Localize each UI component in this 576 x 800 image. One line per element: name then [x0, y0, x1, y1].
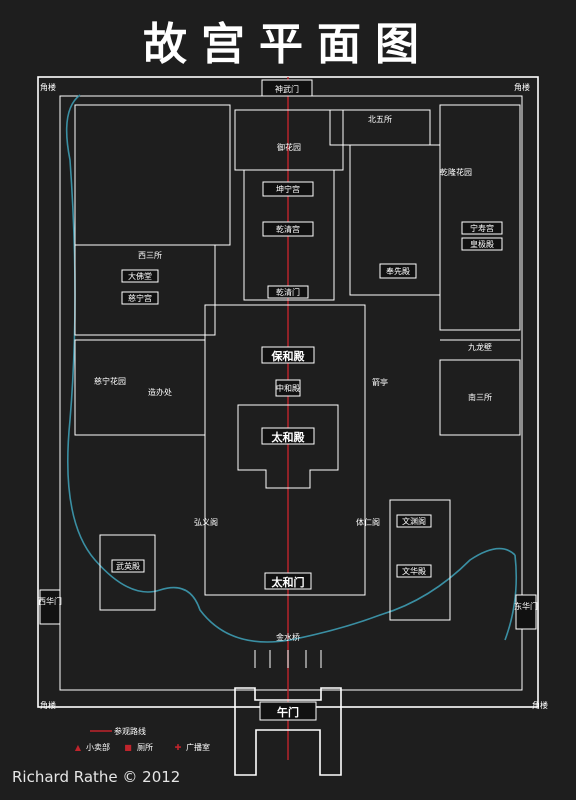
baohe-label: 保和殿	[271, 349, 306, 363]
wuying-label: 武英殿	[116, 561, 140, 571]
wenyuange[interactable]	[396, 514, 432, 528]
baohe-hall[interactable]	[261, 346, 315, 364]
zhonghe-hall[interactable]	[275, 379, 301, 397]
hongzhi-label: 弘义阁	[194, 517, 218, 527]
taihe-label: 太和殿	[271, 430, 306, 444]
qianqing-gate[interactable]	[267, 285, 309, 299]
taihe-gate[interactable]	[264, 572, 312, 590]
outer-court	[204, 304, 366, 596]
qianqing-palace[interactable]	[262, 221, 314, 237]
cining-label: 慈宁宫	[128, 293, 152, 303]
nansansuo-label: 南三所	[468, 392, 492, 402]
xisansuo-label: 西三所	[138, 250, 162, 260]
qianqing-gate-label: 乾清门	[276, 287, 300, 297]
jiaolou-bl-label: 角楼	[40, 700, 56, 710]
jinshui-label: 金水桥	[276, 632, 300, 642]
fengxian-hall[interactable]	[379, 263, 417, 279]
legend-route-label: 参观路线	[114, 726, 146, 736]
donghuamen-label: 东华门	[514, 601, 538, 611]
cining-palace[interactable]	[121, 291, 159, 305]
yuhuayuan-label: 御花园	[277, 142, 301, 152]
shenwu-gate-label: 神武门	[275, 84, 299, 94]
cining-garden-label: 慈宁花园	[94, 376, 126, 386]
wenhua-label: 文华殿	[402, 566, 426, 576]
legend-broadcast-icon: ✚	[175, 743, 182, 752]
wuying-complex	[99, 534, 156, 611]
donghuamen[interactable]	[515, 594, 537, 630]
wumen[interactable]	[259, 701, 317, 721]
legend-shop-label: 小卖部	[86, 742, 110, 752]
jiaolou-tr-label: 角楼	[514, 82, 530, 92]
wenhua-hall[interactable]	[396, 564, 432, 578]
legend-toilet-label: 厕所	[137, 742, 153, 752]
qianlong-garden-label: 乾隆花园	[440, 167, 472, 177]
kunning-palace[interactable]	[262, 181, 314, 197]
xihuamen[interactable]	[39, 589, 61, 625]
cining-area	[74, 244, 216, 336]
tiren-label: 体仁阁	[356, 517, 380, 527]
wenyuange-label: 文渊阁	[402, 516, 426, 526]
qianqing-label: 乾清宫	[276, 224, 300, 234]
wumen-label: 午门	[277, 705, 299, 719]
beiwusuo-label: 北五所	[368, 114, 392, 124]
inner-court	[243, 169, 335, 301]
jianting-label: 箭亭	[372, 377, 388, 387]
fengxian-label: 奉先殿	[386, 266, 410, 276]
east-water	[504, 554, 518, 641]
wuying-hall[interactable]	[111, 559, 145, 573]
legend-shop-icon: ▲	[75, 743, 82, 752]
taihe-gate-label: 太和门	[271, 575, 305, 589]
jiulongbi-label: 九龙壁	[468, 342, 492, 352]
west-six-palaces	[74, 104, 231, 246]
nansansuo-area	[439, 359, 521, 436]
jiaolou-br-label: 角楼	[532, 700, 548, 710]
ningshou-complex	[439, 104, 521, 331]
xihuamen-label: 西华门	[38, 596, 62, 606]
shenwu-gate[interactable]	[261, 79, 313, 97]
zhonghe-label: 中和殿	[276, 383, 300, 393]
map-title: 故宫平面图	[143, 19, 433, 70]
wenhua-complex	[389, 499, 451, 621]
wumen-structure	[234, 687, 342, 776]
cining-garden	[74, 339, 206, 436]
jiaolou-tl-label: 角楼	[40, 82, 56, 92]
taihe-terrace	[237, 404, 339, 489]
ningshou-palace[interactable]	[461, 221, 503, 235]
legend-broadcast-label: 广播室	[186, 742, 210, 752]
zaobanchu-label: 造办处	[148, 387, 172, 397]
photo-credit: Richard Rathe © 2012	[12, 768, 181, 786]
dafo-hall[interactable]	[121, 269, 159, 283]
huangji-label: 皇极殿	[470, 239, 494, 249]
taihe-hall[interactable]	[261, 427, 315, 445]
huangji-hall[interactable]	[461, 237, 503, 251]
dafo-label: 大佛堂	[128, 271, 152, 281]
imperial-garden	[234, 109, 344, 171]
legend-toilet-icon: ■	[124, 743, 132, 752]
kunning-label: 坤宁宫	[276, 184, 300, 194]
ningshou-label: 宁寿宫	[470, 223, 494, 233]
